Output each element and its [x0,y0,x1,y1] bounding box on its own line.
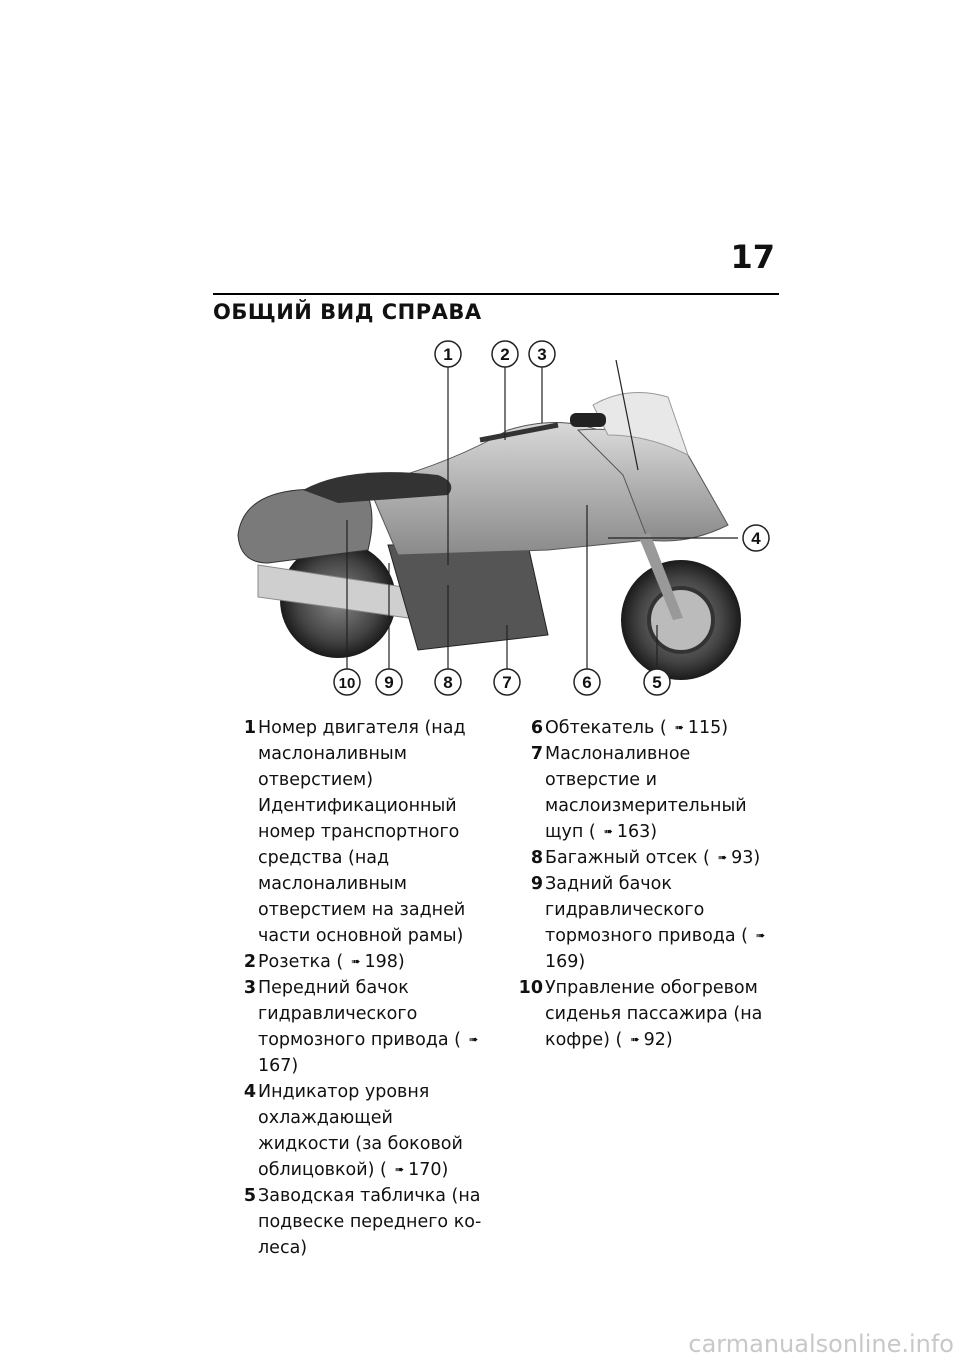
legend-item-5: 5 Заводская табличка (на подвеске передн… [243,1186,482,1258]
callout-7: 7 [493,668,521,696]
page-title: ОБЩИЙ ВИД СПРАВА [213,300,482,324]
engine-block [387,544,549,651]
page-ref-arrow-icon: ➠ [630,1033,640,1046]
page-ref-arrow-icon: ➠ [603,825,613,838]
page-ref[interactable]: 167) [258,1056,299,1076]
svg-text:4: 4 [751,529,761,548]
motorcycle-illustration: 1 2 3 4 5 6 7 8 9 10 [237,340,770,696]
callout-6: 6 [573,668,601,696]
legend-item-6: 6 Обтекатель (➠115) [500,715,785,741]
legend-item-2: 2 Розетка (➠198) [213,949,488,975]
callout-5: 5 [643,668,671,696]
pannier-case [237,484,373,564]
seat [303,472,452,503]
page-ref-arrow-icon: ➠ [756,929,766,942]
callout-8: 8 [434,668,462,696]
svg-text:6: 6 [582,673,591,692]
page-ref[interactable]: 169) [545,952,586,972]
page-ref-arrow-icon: ➠ [674,721,684,734]
legend-item-4: 4 Индикатор уровня охлаждающей жидкости … [213,1079,488,1183]
page-ref[interactable]: 92) [643,1030,673,1050]
svg-text:10: 10 [339,675,356,692]
legend-item-10: 10 Управление обогревом сиденья пассажир… [500,975,785,1053]
page-ref-arrow-icon: ➠ [469,1033,479,1046]
page-ref[interactable]: 163) [616,822,658,842]
svg-text:7: 7 [502,673,511,692]
page-ref[interactable]: 115) [687,718,729,738]
svg-text:2: 2 [500,345,509,364]
legend-item-8: 8 Багажный отсек (➠93) [500,845,785,871]
page-ref[interactable]: 170) [408,1160,449,1180]
callout-4: 4 [742,524,770,552]
header-rule [213,293,779,295]
svg-text:5: 5 [652,673,661,692]
page-number: 17 [730,238,775,276]
page-ref-arrow-icon: ➠ [351,955,361,968]
callout-2: 2 [491,340,519,368]
page-ref-arrow-icon: ➠ [717,851,728,864]
page-ref[interactable]: 93) [731,848,761,868]
callout-10: 10 [333,668,361,696]
legend-item-9: 9 Задний бачок гидравличе­ского тормозно… [530,874,766,972]
legend-item-7: 7 Маслоналивное отверстие и маслоизмерит… [500,741,785,845]
legend-right: 6 Обтекатель (➠115) 7 Маслоналивное отве… [500,715,785,1053]
watermark: carmanualsonline.info [688,1330,954,1358]
page-ref-arrow-icon: ➠ [394,1163,405,1176]
legend-item-1: 1 Номер двигателя (над мас­лоналивным от… [243,718,466,946]
svg-text:9: 9 [384,673,393,692]
svg-text:3: 3 [537,345,546,364]
svg-text:1: 1 [443,345,452,364]
windscreen [592,392,689,456]
callout-9: 9 [375,668,403,696]
legend-item-3: 3 Передний бачок гидравли­ческого тормоз… [243,978,479,1076]
page-ref[interactable]: 198) [364,952,405,972]
callout-1: 1 [434,340,462,368]
legend-left: 1 Номер двигателя (над мас­лоналивным от… [213,715,488,1261]
callout-3: 3 [528,340,556,368]
svg-text:8: 8 [443,673,452,692]
